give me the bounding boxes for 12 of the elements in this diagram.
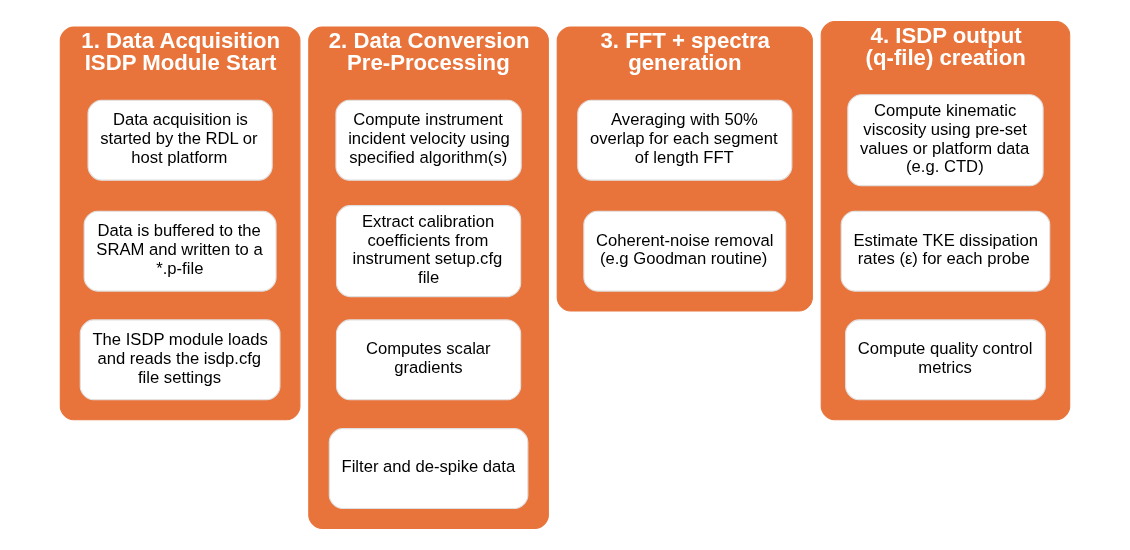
node-box: Estimate TKE dissipation rates (ε) for each probe	[840, 210, 1051, 292]
node-box: The ISDP module loads and reads the isdp.cfg file settings	[79, 319, 281, 401]
node-box: Averaging with 50% overlap for each segment of length FFT	[577, 99, 793, 181]
node-box: Extract calibration coefficients from instrument setup.cfg file	[335, 205, 522, 298]
node-box: Data is buffered to the SRAM and written to a *.p-file	[83, 210, 277, 292]
node-box: Filter and de-spike data	[328, 428, 529, 510]
node-box: Coherent-noise removal (e.g Goodman routine)	[583, 210, 787, 292]
node-box: Data acquisition is started by the RDL or host platform	[87, 99, 273, 181]
node-box: Compute kinematic viscosity using pre-set values or platform data (e.g. CTD)	[847, 94, 1044, 187]
node-box: Computes scalar gradients	[335, 319, 522, 401]
node-box: Compute instrument incident velocity using specified algorithm(s)	[335, 99, 522, 181]
node-box: Compute quality control metrics	[845, 319, 1046, 401]
